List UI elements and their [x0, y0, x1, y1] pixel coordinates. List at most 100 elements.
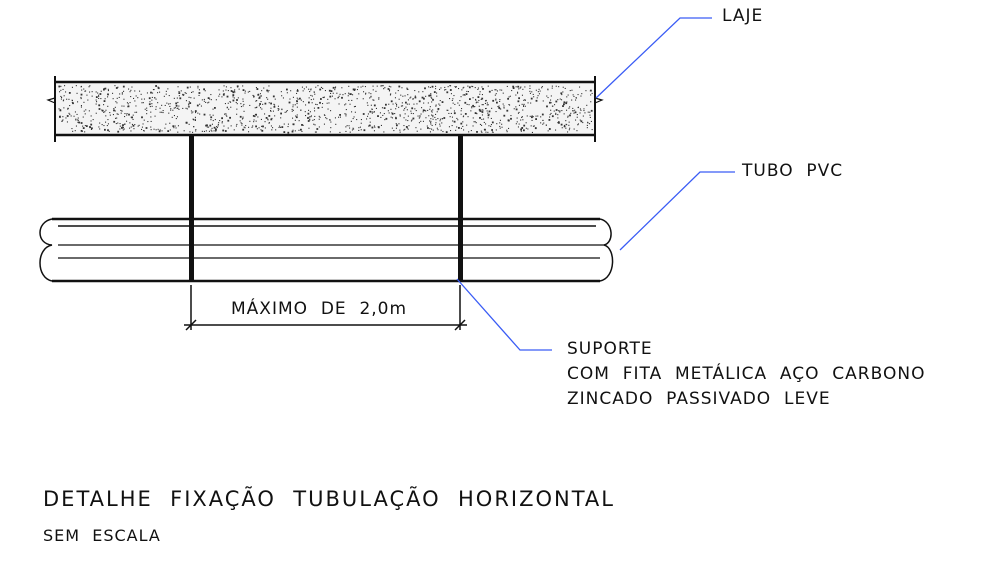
concrete-grain [243, 126, 245, 128]
concrete-grain [334, 87, 336, 89]
concrete-grain [481, 124, 483, 126]
concrete-grain [466, 90, 468, 92]
concrete-grain [531, 91, 533, 93]
concrete-grain [430, 96, 432, 98]
concrete-grain [84, 131, 86, 133]
concrete-grain [224, 130, 227, 132]
pvc-pipe [39, 217, 614, 283]
concrete-grain [422, 120, 424, 122]
concrete-grain [99, 93, 102, 95]
concrete-grain [131, 116, 133, 119]
concrete-grain [104, 128, 106, 131]
concrete-grain [432, 114, 434, 116]
concrete-grain [184, 92, 186, 94]
concrete-grain [88, 110, 90, 112]
concrete-grain [239, 120, 241, 122]
concrete-grain [243, 110, 245, 112]
concrete-grain [570, 112, 572, 114]
concrete-grain [385, 103, 387, 106]
concrete-grain [224, 103, 226, 105]
leader-pipe [619, 171, 735, 251]
concrete-grain [284, 111, 286, 113]
concrete-grain [456, 117, 458, 119]
concrete-grain [475, 98, 477, 100]
concrete-grain [367, 115, 369, 117]
concrete-grain [95, 91, 97, 93]
concrete-grain [230, 125, 232, 127]
concrete-grain [100, 90, 102, 92]
concrete-grain [206, 126, 208, 128]
concrete-grain [227, 127, 229, 129]
concrete-grain [192, 118, 194, 120]
concrete-grain [577, 123, 579, 125]
concrete-grain [126, 102, 128, 104]
concrete-grain [421, 107, 423, 109]
concrete-grain [391, 112, 393, 114]
concrete-grain [497, 106, 499, 108]
concrete-grain [531, 119, 533, 121]
concrete-grain [589, 123, 591, 125]
concrete-grain [557, 99, 559, 101]
concrete-grain [585, 90, 587, 92]
concrete-grain [113, 109, 115, 112]
concrete-grain [503, 114, 506, 117]
concrete-grain [71, 99, 73, 101]
concrete-grain [158, 130, 161, 133]
concrete-grain [579, 112, 581, 114]
concrete-grain [454, 103, 456, 105]
concrete-grain [218, 122, 220, 124]
concrete-grain [292, 109, 294, 111]
concrete-grain [583, 108, 585, 110]
concrete-grain [564, 87, 566, 89]
concrete-grain [479, 93, 481, 95]
concrete-grain [482, 109, 484, 111]
concrete-grain [557, 114, 559, 116]
concrete-grain [484, 128, 486, 131]
concrete-grain [260, 118, 262, 120]
concrete-grain [213, 130, 215, 132]
concrete-grain [366, 102, 368, 104]
concrete-grain [445, 131, 448, 133]
concrete-grain [496, 90, 498, 92]
concrete-grain [395, 116, 397, 118]
concrete-grain [88, 86, 90, 88]
concrete-grain [82, 127, 85, 129]
concrete-grain [475, 122, 477, 124]
concrete-grain [323, 123, 325, 125]
concrete-grain [132, 124, 135, 127]
concrete-grain [555, 109, 558, 111]
concrete-grain [400, 94, 402, 96]
concrete-grain [302, 124, 304, 126]
concrete-grain [577, 106, 579, 108]
concrete-grain [428, 86, 430, 88]
concrete-grain [461, 108, 463, 110]
concrete-grain [475, 99, 477, 101]
concrete-grain [82, 125, 84, 127]
concrete-grain [476, 101, 478, 103]
concrete-grain [517, 91, 519, 93]
concrete-grain [85, 90, 87, 92]
concrete-grain [485, 123, 487, 125]
concrete-grain [371, 112, 373, 114]
concrete-grain [217, 125, 219, 127]
concrete-grain [313, 123, 315, 125]
concrete-grain [86, 94, 88, 96]
concrete-grain [347, 95, 349, 97]
concrete-grain [499, 108, 501, 110]
concrete-grain [438, 103, 440, 105]
concrete-grain [423, 102, 425, 104]
concrete-grain [431, 128, 433, 130]
concrete-grain [546, 105, 548, 108]
concrete-grain [435, 122, 437, 124]
concrete-grain [98, 126, 100, 128]
concrete-grain [178, 108, 180, 110]
concrete-grain [517, 126, 519, 128]
concrete-grain [139, 90, 141, 92]
concrete-grain [516, 117, 518, 119]
concrete-grain [429, 108, 431, 110]
concrete-grain [121, 93, 123, 95]
concrete-grain [501, 89, 503, 91]
concrete-grain [507, 119, 510, 122]
concrete-grain [298, 120, 300, 122]
concrete-grain [487, 117, 489, 119]
